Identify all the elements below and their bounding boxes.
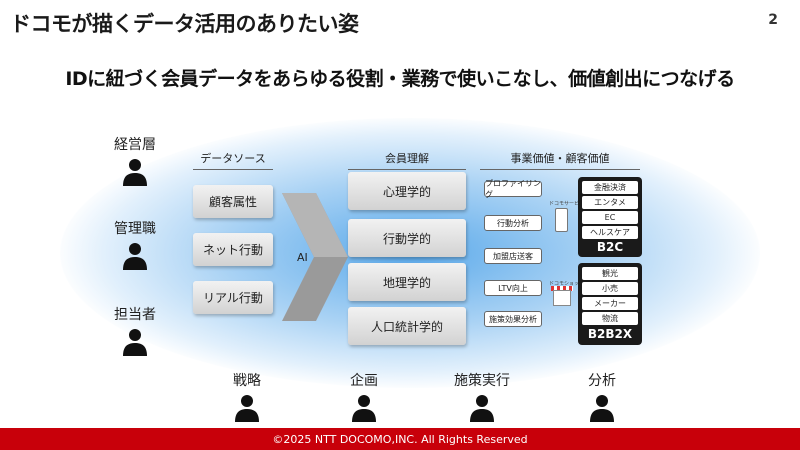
headline: IDに紐づく会員データをあらゆる役割・業務で使いこなし、価値創出につなげる (65, 68, 735, 90)
b2b2x-group: 観光 小売 メーカー 物流 B2B2X (578, 263, 642, 345)
value-creation-heading: 事業価値・顧客価値 (480, 150, 640, 170)
page-title: ドコモが描くデータ活用のありたい姿 (10, 12, 359, 36)
ai-label: AI (297, 251, 308, 264)
role-label: 管理職 (114, 221, 156, 237)
role-analysis: 分析 (562, 370, 642, 422)
shop-icon (551, 286, 573, 291)
page-number: 2 (768, 12, 778, 28)
b2b2x-item: 観光 (582, 267, 638, 280)
role-staff: 担当者 (95, 304, 175, 356)
b2c-item: EC (582, 211, 638, 224)
person-icon (469, 394, 495, 422)
b2b2x-item: 物流 (582, 312, 638, 325)
person-icon (122, 242, 148, 270)
b2c-item: 金融決済 (582, 181, 638, 194)
copyright-text: ©2025 NTT DOCOMO,INC. All Rights Reserve… (272, 432, 528, 446)
understanding-item: 地理学的 (348, 263, 466, 301)
b2b2x-label: B2B2X (587, 327, 633, 341)
role-label: 戦略 (233, 373, 261, 389)
person-icon (351, 394, 377, 422)
role-label: 担当者 (114, 307, 156, 323)
docomo-service-label: ドコモサービス (549, 201, 585, 207)
b2c-label: B2C (596, 240, 624, 254)
person-icon (122, 328, 148, 356)
understanding-item: 行動学的 (348, 219, 466, 257)
footer: ©2025 NTT DOCOMO,INC. All Rights Reserve… (0, 428, 800, 450)
b2b2x-item: メーカー (582, 297, 638, 310)
docomo-shop-label: ドコモショップ (549, 281, 585, 287)
person-icon (589, 394, 615, 422)
role-manager: 管理職 (95, 218, 175, 270)
b2c-item: エンタメ (582, 196, 638, 209)
b2b2x-item: 小売 (582, 282, 638, 295)
role-executive: 経営層 (95, 134, 175, 186)
data-source-item: リアル行動 (193, 281, 273, 314)
data-source-item: 顧客属性 (193, 185, 273, 218)
role-label: 施策実行 (454, 373, 510, 389)
chevron-arrow (282, 193, 348, 321)
value-action-tag: プロファイリング (484, 179, 542, 199)
b2c-item: ヘルスケア (582, 226, 638, 239)
role-planning: 企画 (324, 370, 404, 422)
understanding-item: 人口統計学的 (348, 307, 466, 345)
member-understanding-heading: 会員理解 (348, 150, 466, 170)
value-action-tag: 加盟店送客 (484, 248, 542, 264)
value-action-tag: 施策効果分析 (484, 311, 542, 327)
role-strategy: 戦略 (207, 370, 287, 422)
role-execution: 施策実行 (442, 370, 522, 422)
role-label: 経営層 (114, 137, 156, 153)
role-label: 分析 (588, 373, 616, 389)
role-label: 企画 (350, 373, 378, 389)
shop-icon (553, 290, 571, 306)
value-action-tag: 行動分析 (484, 215, 542, 231)
person-icon (122, 158, 148, 186)
understanding-item: 心理学的 (348, 172, 466, 210)
data-source-heading: データソース (193, 150, 273, 170)
smartphone-icon (555, 208, 568, 232)
value-action-tag: LTV向上 (484, 280, 542, 296)
data-source-item: ネット行動 (193, 233, 273, 266)
b2c-group: 金融決済 エンタメ EC ヘルスケア B2C (578, 177, 642, 257)
person-icon (234, 394, 260, 422)
